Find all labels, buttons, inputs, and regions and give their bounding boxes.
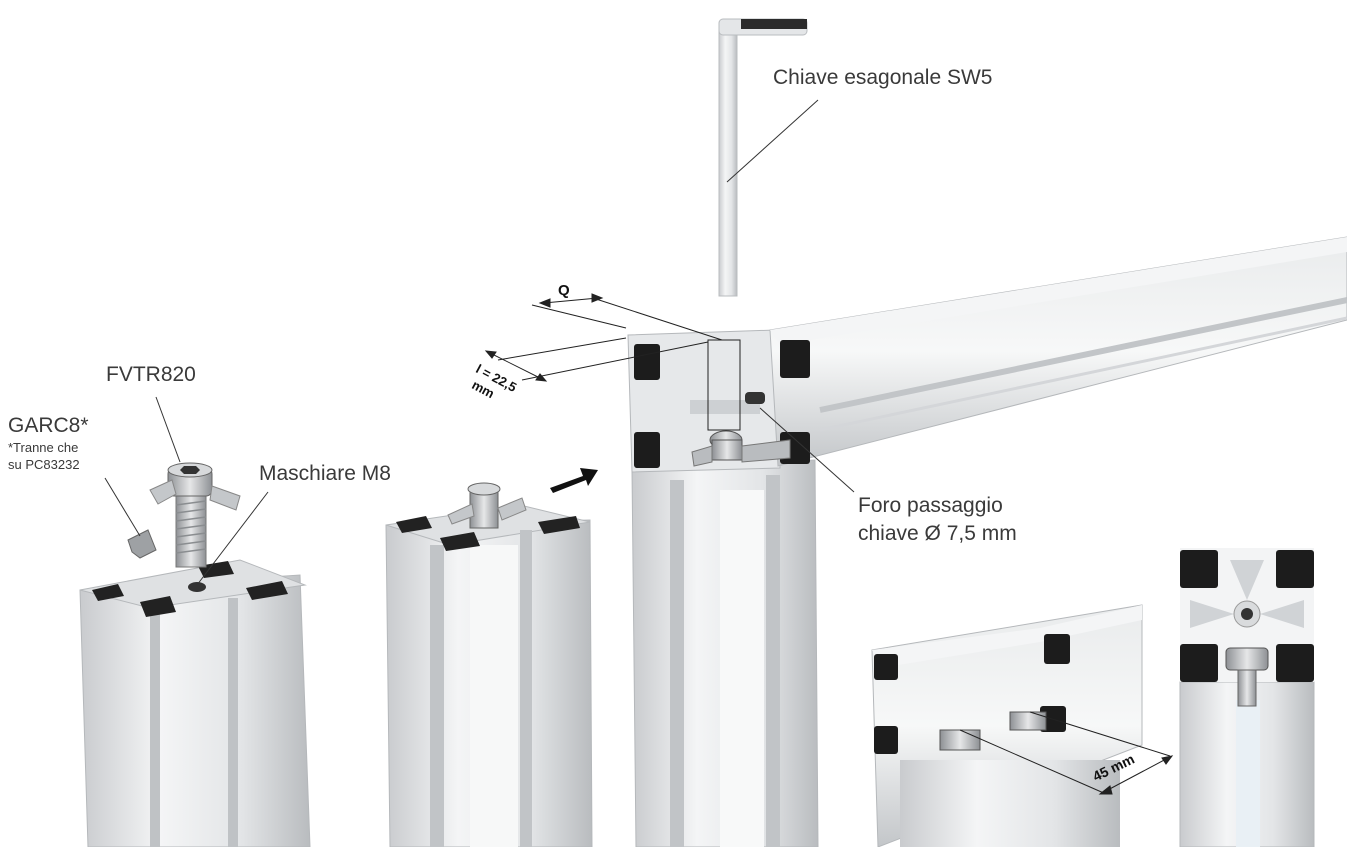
arrow-icon <box>550 468 598 493</box>
label-hex-key: Chiave esagonale SW5 <box>773 66 993 89</box>
label-garc8-note-1: *Tranne che <box>8 440 79 455</box>
dimension-l <box>484 337 709 382</box>
leader-hex-key <box>726 99 819 183</box>
leader-tap <box>196 491 269 586</box>
leader-garc8 <box>104 477 141 537</box>
dimension-q <box>531 293 723 341</box>
label-garc8-note-2: su PC83232 <box>8 457 80 472</box>
hex-key <box>718 18 808 297</box>
bolt-left <box>149 462 241 568</box>
label-tap-m8: Maschiare M8 <box>259 462 391 485</box>
profile-left <box>79 559 311 847</box>
garc8-insert <box>127 529 157 559</box>
detail-45mm <box>871 604 1143 847</box>
leader-fvtr820 <box>155 396 181 463</box>
label-dimension-q: Q <box>558 282 570 299</box>
label-fvtr820: FVTR820 <box>106 363 196 386</box>
detail-cross-section <box>1179 548 1315 847</box>
dimension-45mm <box>959 711 1174 795</box>
leader-hole <box>759 407 855 493</box>
profile-middle <box>385 482 593 847</box>
main-assembly <box>627 236 1347 847</box>
label-hole-1: Foro passaggio <box>858 494 1003 517</box>
label-hole-2: chiave Ø 7,5 mm <box>858 522 1017 545</box>
label-garc8: GARC8* <box>8 414 89 437</box>
